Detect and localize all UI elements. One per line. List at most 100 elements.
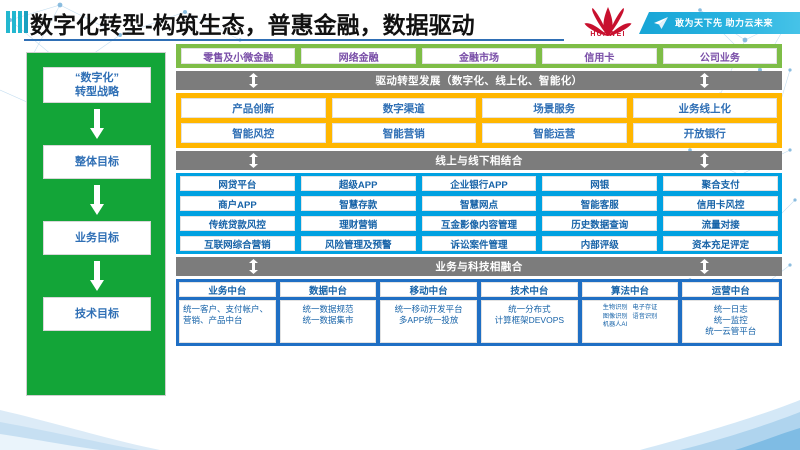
column-body: 统一分布式计算框架DEVOPS xyxy=(481,300,578,343)
up-down-arrow-icon xyxy=(699,259,710,274)
arrow-down-icon-3 xyxy=(90,261,104,291)
cell-capital-adequacy[interactable]: 资本充足评定 xyxy=(663,236,778,251)
up-down-arrow-icon xyxy=(699,73,710,88)
cell-traffic-docking[interactable]: 流量对接 xyxy=(663,216,778,231)
column-business-platform: 业务中台 统一客户、支付帐户、营销、产品中台 xyxy=(179,282,276,343)
column-body: 统一移动开发平台多APP统一投放 xyxy=(380,300,478,343)
blue-row-1: 网贷平台 超级APP 企业银行APP 网银 聚合支付 xyxy=(180,176,778,191)
sidebar-item-overall-goal[interactable]: 整体目标 xyxy=(43,145,151,179)
main-architecture-column: 零售及小微金融 网络金融 金融市场 信用卡 公司业务 驱动转型发展（数字化、线上… xyxy=(176,44,782,346)
sidebar-item-label: 技术目标 xyxy=(75,308,119,320)
cell-smart-deposit[interactable]: 智慧存款 xyxy=(300,196,416,211)
cell-scenario-service[interactable]: 场景服务 xyxy=(482,98,627,118)
column-header[interactable]: 业务中台 xyxy=(179,282,276,297)
column-header[interactable]: 算法中台 xyxy=(581,282,679,297)
arrow-down-icon-1 xyxy=(90,109,104,139)
column-body-text: 统一客户、支付帐户、营销、产品中台 xyxy=(183,304,269,325)
cell-merchant-app[interactable]: 商户APP xyxy=(180,196,295,211)
cell-historical-data-query[interactable]: 历史数据查询 xyxy=(542,216,658,231)
up-down-arrow-icon xyxy=(248,259,259,274)
column-body-text: 统一分布式计算框架DEVOPS xyxy=(494,304,565,325)
cell-enterprise-bank-app[interactable]: 企业银行APP xyxy=(421,176,537,191)
cell-super-app[interactable]: 超级APP xyxy=(300,176,416,191)
cell-smart-risk-control[interactable]: 智能风控 xyxy=(181,123,326,143)
column-body: 统一日志统一监控统一云管平台 xyxy=(682,300,780,343)
slide-header: 数字化转型-构筑生态，普惠金融，数据驱动 HUAWEI 敢为天下先 助力云未来 xyxy=(0,0,800,42)
footer-swoosh-decoration xyxy=(0,400,800,450)
arrow-down-icon-2 xyxy=(90,185,104,215)
column-body: 生物识别图像识别机器人AI 电子存证语音识别 xyxy=(581,300,679,343)
column-body: 统一客户、支付帐户、营销、产品中台 xyxy=(179,300,276,343)
sidebar-item-label: “数字化”转型战略 xyxy=(75,72,119,98)
column-operation-platform: 运营中台 统一日志统一监控统一云管平台 xyxy=(682,282,780,343)
column-header[interactable]: 数据中台 xyxy=(279,282,377,297)
sidebar-item-business-goal[interactable]: 业务目标 xyxy=(43,221,151,255)
cell-digital-channel[interactable]: 数字渠道 xyxy=(331,98,476,118)
transformation-capabilities-section: 产品创新 数字渠道 场景服务 业务线上化 智能风控 智能营销 智能运营 开放银行 xyxy=(176,93,782,148)
algo-right-col: 电子存证语音识别 xyxy=(632,304,658,320)
band-business-tech-fusion: 业务与科技相融合 xyxy=(176,257,782,276)
paper-plane-icon xyxy=(654,17,668,29)
column-body: 统一数据规范统一数据集市 xyxy=(279,300,377,343)
column-data-platform: 数据中台 统一数据规范统一数据集市 xyxy=(279,282,377,343)
cell-smart-marketing[interactable]: 智能营销 xyxy=(331,123,476,143)
cell-corporate-business[interactable]: 公司业务 xyxy=(662,48,778,64)
column-mobile-platform: 移动中台 统一移动开发平台多APP统一投放 xyxy=(380,282,478,343)
column-header[interactable]: 移动中台 xyxy=(380,282,478,297)
cell-internal-rating[interactable]: 内部评级 xyxy=(542,236,658,251)
up-down-arrow-icon xyxy=(699,153,710,168)
cell-credit-card[interactable]: 信用卡 xyxy=(542,48,657,64)
cell-financial-market[interactable]: 金融市场 xyxy=(421,48,537,64)
band-label: 线上与线下相结合 xyxy=(435,155,523,167)
column-body-text: 统一移动开发平台多APP统一投放 xyxy=(394,304,463,325)
cell-image-content-management[interactable]: 互金影像内容管理 xyxy=(421,216,537,231)
column-header[interactable]: 技术中台 xyxy=(481,282,578,297)
algo-left-col: 生物识别图像识别机器人AI xyxy=(602,304,628,328)
up-down-arrow-icon xyxy=(248,73,259,88)
business-lines-section: 零售及小微金融 网络金融 金融市场 信用卡 公司业务 xyxy=(176,44,782,68)
ribbon-text: 敢为天下先 助力云未来 xyxy=(675,18,774,28)
cell-open-banking[interactable]: 开放银行 xyxy=(632,123,777,143)
cell-traditional-loan-risk[interactable]: 传统贷款风控 xyxy=(180,216,295,231)
cell-product-innovation[interactable]: 产品创新 xyxy=(181,98,326,118)
green-row: 零售及小微金融 网络金融 金融市场 信用卡 公司业务 xyxy=(181,48,778,64)
cell-smart-operation[interactable]: 智能运营 xyxy=(482,123,627,143)
cell-internet-finance[interactable]: 网络金融 xyxy=(301,48,416,64)
cell-online-loan-platform[interactable]: 网贷平台 xyxy=(180,176,295,191)
cell-wealth-marketing[interactable]: 理财营销 xyxy=(300,216,416,231)
cell-smart-branch[interactable]: 智慧网点 xyxy=(421,196,537,211)
cell-litigation-case-management[interactable]: 诉讼案件管理 xyxy=(421,236,537,251)
band-drive-transformation: 驱动转型发展（数字化、线上化、智能化） xyxy=(176,71,782,90)
middle-platform-grid: 业务中台 统一客户、支付帐户、营销、产品中台 数据中台 统一数据规范统一数据集市… xyxy=(179,282,780,343)
column-tech-platform: 技术中台 统一分布式计算框架DEVOPS xyxy=(481,282,578,343)
cell-credit-card-risk-control[interactable]: 信用卡风控 xyxy=(663,196,778,211)
slide-footer: DTEC Advanced Digital Technology 敢为天下先 助… xyxy=(0,400,800,450)
title-accent-bars-icon xyxy=(6,11,28,33)
title-underline xyxy=(24,39,564,41)
cell-retail-micro-finance[interactable]: 零售及小微金融 xyxy=(181,48,296,64)
sidebar-item-label: 整体目标 xyxy=(75,156,119,168)
column-header[interactable]: 运营中台 xyxy=(682,282,780,297)
blue-row-3: 传统贷款风控 理财营销 互金影像内容管理 历史数据查询 流量对接 xyxy=(180,216,778,231)
applications-section: 网贷平台 超级APP 企业银行APP 网银 聚合支付 商户APP 智慧存款 智慧… xyxy=(176,173,782,254)
cell-internet-marketing[interactable]: 互联网综合营销 xyxy=(180,236,295,251)
slogan-ribbon: 敢为天下先 助力云未来 xyxy=(639,12,800,34)
sidebar-item-tech-goal[interactable]: 技术目标 xyxy=(43,297,151,331)
orange-row-1: 产品创新 数字渠道 场景服务 业务线上化 xyxy=(181,98,777,118)
blue-row-4: 互联网综合营销 风险管理及预警 诉讼案件管理 内部评级 资本充足评定 xyxy=(180,236,778,251)
column-body-text: 统一数据规范统一数据集市 xyxy=(302,304,354,325)
strategy-sidebar: “数字化”转型战略 整体目标 业务目标 技术目标 xyxy=(26,52,166,396)
blue-row-2: 商户APP 智慧存款 智慧网点 智能客服 信用卡风控 xyxy=(180,196,778,211)
sidebar-item-strategy[interactable]: “数字化”转型战略 xyxy=(43,67,151,103)
column-body-text: 统一日志统一监控统一云管平台 xyxy=(705,304,757,336)
cell-aggregate-payment[interactable]: 聚合支付 xyxy=(663,176,778,191)
page-title: 数字化转型-构筑生态，普惠金融，数据驱动 xyxy=(30,12,475,38)
cell-risk-management-alert[interactable]: 风险管理及预警 xyxy=(300,236,416,251)
cell-smart-customer-service[interactable]: 智能客服 xyxy=(542,196,658,211)
column-algorithm-platform: 算法中台 生物识别图像识别机器人AI 电子存证语音识别 xyxy=(581,282,679,343)
cell-online-banking[interactable]: 网银 xyxy=(542,176,658,191)
cell-business-online[interactable]: 业务线上化 xyxy=(632,98,777,118)
huawei-flower-logo-icon xyxy=(584,7,632,36)
band-online-offline: 线上与线下相结合 xyxy=(176,151,782,170)
